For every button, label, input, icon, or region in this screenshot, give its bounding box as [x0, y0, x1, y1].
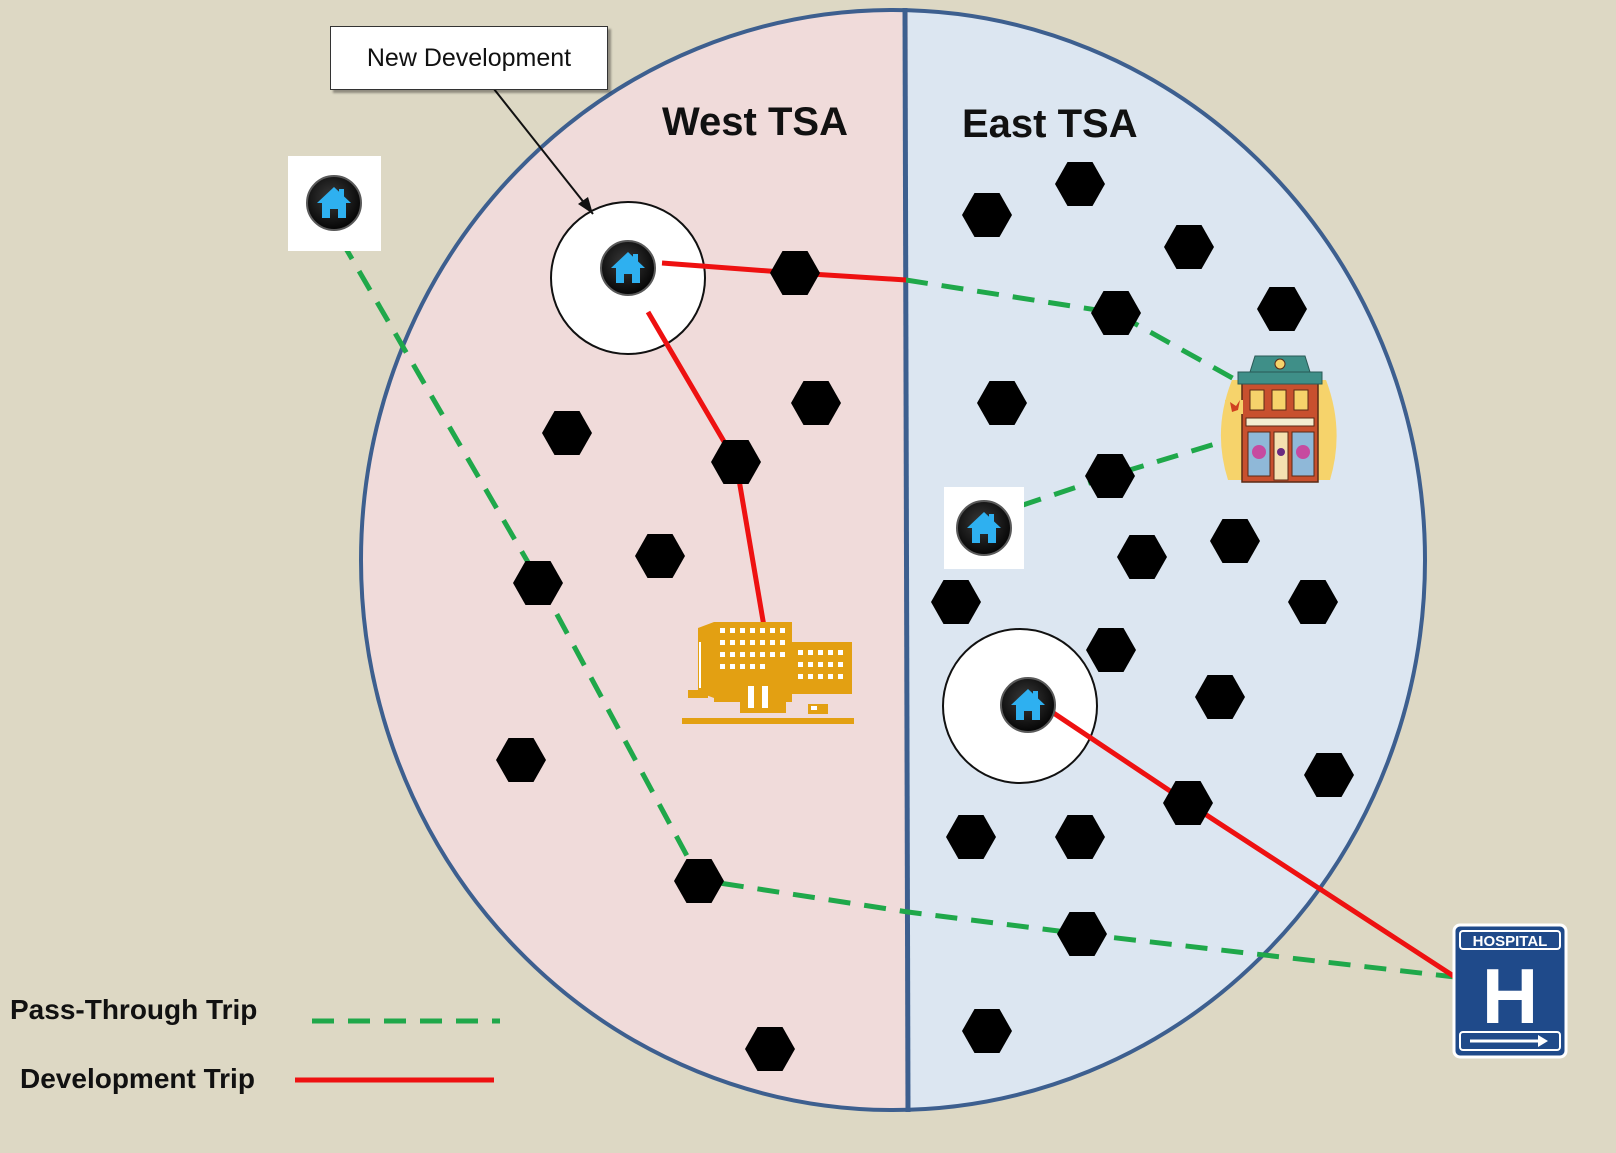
home-icon-east-development — [1000, 677, 1056, 733]
pass-through-trip-1 — [338, 238, 1456, 980]
new-development-callout: New Development — [330, 26, 608, 90]
study-area-boundary — [359, 8, 1427, 1112]
home-icon-new-development — [600, 240, 656, 296]
hospital-sign-letter: H — [1482, 952, 1538, 1040]
hospital-sign-icon: HOSPITAL H — [1452, 923, 1568, 1059]
west-tsa-zone — [361, 10, 908, 1110]
pass-through-trips — [338, 238, 1456, 980]
east-tsa-label: East TSA — [962, 102, 1138, 146]
home-icon-outside — [288, 156, 381, 251]
legend-pass-through-label: Pass-Through Trip — [10, 994, 258, 1025]
legend-development-label: Development Trip — [20, 1063, 255, 1094]
boutique-store-icon — [1220, 355, 1337, 483]
east-tsa-zone — [908, 10, 1425, 1110]
callout-label: New Development — [366, 43, 572, 72]
callout-arrowhead — [578, 197, 593, 214]
hospital-sign-label: HOSPITAL — [1473, 933, 1548, 950]
tsa-divider-line — [902, 7, 911, 1113]
home-icon-east — [944, 487, 1024, 569]
west-tsa-label: West TSA — [662, 100, 848, 144]
hospital-building-icon — [682, 622, 854, 724]
callout-pointer — [489, 83, 594, 215]
